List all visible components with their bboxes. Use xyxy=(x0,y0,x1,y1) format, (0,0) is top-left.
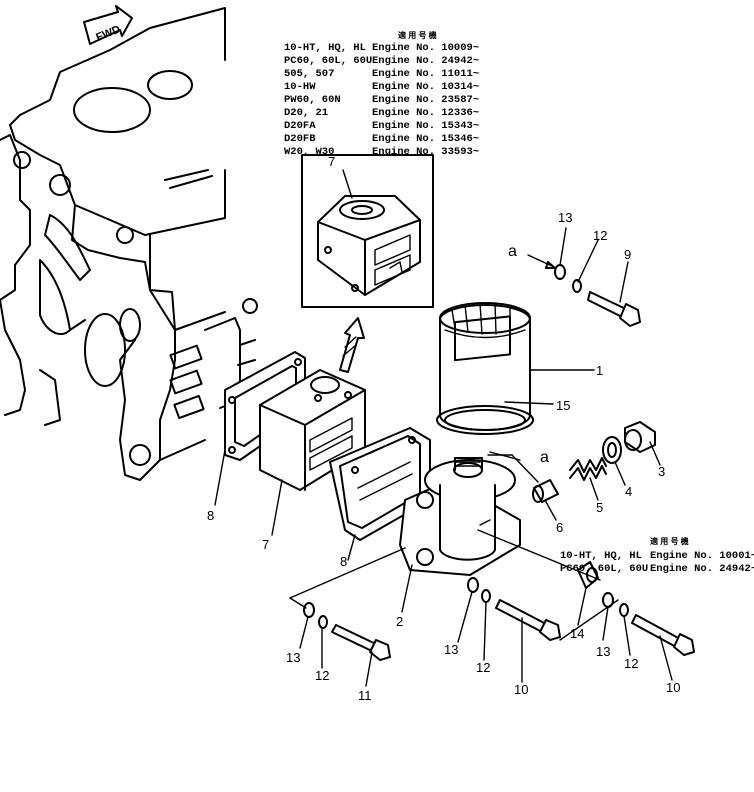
callout-3: 3 xyxy=(658,464,665,479)
fwd-label: FWD xyxy=(94,23,122,44)
engine-block xyxy=(0,7,258,481)
table-top-model-7: D20FB xyxy=(284,133,316,145)
table-bottom-model-1: PC60, 60L, 60U xyxy=(560,563,648,575)
callout-8-right: 8 xyxy=(340,554,347,569)
plug-part xyxy=(624,421,656,453)
callout-10-mid: 10 xyxy=(514,682,528,697)
callout-7-inset: 7 xyxy=(328,154,335,169)
table-top-engine-3: Engine No. 10314~ xyxy=(372,81,479,93)
table-top-engine-4: Engine No. 23587~ xyxy=(372,94,479,106)
table-top-model-5: D20, 21 xyxy=(284,107,328,119)
callout-7: 7 xyxy=(262,537,269,552)
callout-13-top: 13 xyxy=(558,210,572,225)
table-bottom-engine-1: Engine No. 24942~ xyxy=(650,563,754,575)
callout-a-top: a xyxy=(508,243,517,260)
callout-14: 14 xyxy=(570,626,584,641)
callout-6: 6 xyxy=(556,520,563,535)
callout-12-top: 12 xyxy=(593,228,607,243)
callout-12-left: 12 xyxy=(315,668,329,683)
oil-filter xyxy=(436,302,534,435)
applicability-table-top: 適 用 号 機 10-HT, HQ, HL Engine No. 10009~ … xyxy=(284,30,479,158)
applicability-table-bottom: 適 用 号 機 10-HT, HQ, HL Engine No. 10001~ … xyxy=(560,536,754,575)
guide-lines xyxy=(289,254,619,641)
bolt-10-right-set xyxy=(577,561,695,656)
callout-labels: 1 15 3 4 5 6 a a 13 12 9 8 7 8 2 13 12 1… xyxy=(207,210,680,703)
table-top-model-0: 10-HT, HQ, HL xyxy=(284,42,366,54)
bolt-9-set xyxy=(554,264,641,327)
table-top-model-8: W20, W30 xyxy=(284,146,334,158)
table-top-engine-0: Engine No. 10009~ xyxy=(372,42,479,54)
fwd-arrow-icon: FWD xyxy=(83,5,133,45)
table-bottom-header: 適 用 号 機 xyxy=(650,536,689,546)
table-top-model-2: 505, 507 xyxy=(284,68,334,80)
table-top-header: 適 用 号 機 xyxy=(398,30,437,40)
callout-5: 5 xyxy=(596,500,603,515)
callout-a-mid: a xyxy=(540,449,549,466)
table-top-model-3: 10-HW xyxy=(284,81,316,93)
callout-8-left: 8 xyxy=(207,508,214,523)
table-top-model-1: PC60, 60L, 60U xyxy=(284,55,372,67)
leader-lines xyxy=(214,227,673,687)
callout-12-right: 12 xyxy=(624,656,638,671)
table-top-engine-8: Engine No. 33593~ xyxy=(372,146,479,158)
table-top-engine-2: Engine No. 11011~ xyxy=(372,68,479,80)
inset-box: 7 xyxy=(301,154,434,308)
spring-part xyxy=(569,457,607,481)
callout-13-mid: 13 xyxy=(444,642,458,657)
table-top-engine-6: Engine No. 15343~ xyxy=(372,120,479,132)
callout-10-right: 10 xyxy=(666,680,680,695)
bolt-11-set xyxy=(303,602,391,661)
callout-2: 2 xyxy=(396,614,403,629)
table-top-model-6: D20FA xyxy=(284,120,316,132)
callout-11: 11 xyxy=(358,688,372,703)
washer-part xyxy=(602,436,622,464)
callout-4: 4 xyxy=(625,484,632,499)
callout-13-left: 13 xyxy=(286,650,300,665)
table-top-engine-1: Engine No. 24942~ xyxy=(372,55,479,67)
table-bottom-engine-0: Engine No. 10001~ xyxy=(650,550,754,562)
callout-1: 1 xyxy=(596,363,603,378)
filter-head xyxy=(399,457,521,576)
table-top-engine-7: Engine No. 15346~ xyxy=(372,133,479,145)
callout-15: 15 xyxy=(556,398,570,413)
callout-13-right: 13 xyxy=(596,644,610,659)
callout-12-mid: 12 xyxy=(476,660,490,675)
valve-part xyxy=(532,479,559,503)
table-bottom-model-0: 10-HT, HQ, HL xyxy=(560,550,642,562)
table-top-engine-5: Engine No. 12336~ xyxy=(372,107,479,119)
bolt-10-mid-set xyxy=(467,577,561,641)
callout-9: 9 xyxy=(624,247,631,262)
up-arrow-icon xyxy=(339,317,365,373)
table-top-model-4: PW60, 60N xyxy=(284,94,341,106)
